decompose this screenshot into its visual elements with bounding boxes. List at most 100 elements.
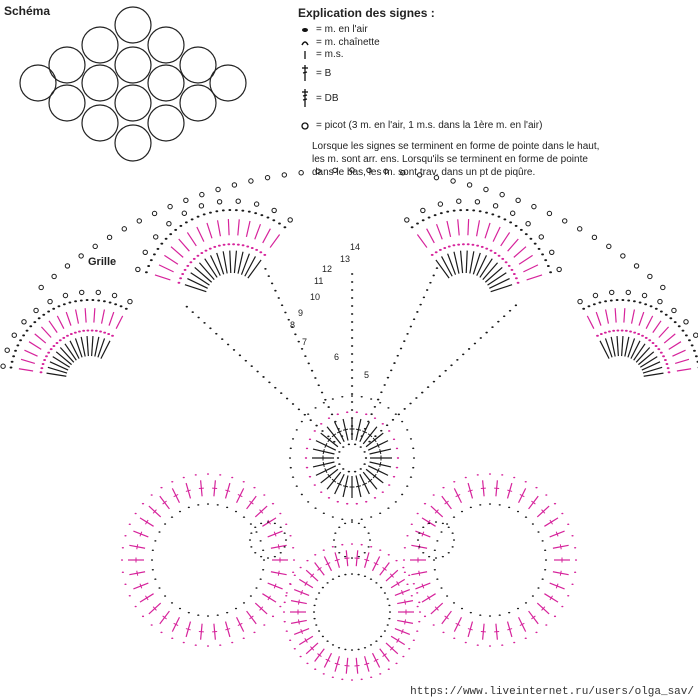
chain-stitch <box>529 237 533 240</box>
picot <box>562 218 568 224</box>
chain-stitch <box>321 635 324 638</box>
chain-stitch <box>250 365 253 368</box>
fan-stitch <box>487 272 507 286</box>
chain-stitch <box>350 361 354 363</box>
chain-stitch <box>121 546 124 549</box>
picot <box>492 203 499 209</box>
chain-stitch <box>227 243 231 246</box>
chain-stitch <box>501 474 504 476</box>
motif-ring-stitch <box>129 544 146 549</box>
chain-stitch <box>434 251 438 254</box>
chain-stitch <box>409 325 413 328</box>
chain-stitch <box>684 334 688 337</box>
picot <box>647 273 653 280</box>
picot <box>95 289 101 296</box>
chain-stitch <box>16 344 20 347</box>
chain-stitch <box>107 333 111 336</box>
fan-stitch <box>638 311 645 326</box>
chain-stitch <box>460 607 464 610</box>
chain-stitch <box>373 496 377 499</box>
motif-ring-stitch <box>482 480 485 497</box>
chain-stitch <box>350 573 354 575</box>
chain-stitch <box>488 503 492 505</box>
chain-stitch <box>241 244 245 247</box>
chain-stitch <box>450 364 453 367</box>
motif-ring-stitch <box>200 480 203 497</box>
row-number-8: 8 <box>290 320 295 330</box>
slip-chain-icon <box>298 39 312 47</box>
chain-stitch <box>664 359 667 362</box>
chain-stitch <box>191 311 194 313</box>
chain-stitch <box>453 481 456 483</box>
motif-ring-stitch <box>129 571 146 576</box>
chain-stitch <box>360 543 363 546</box>
chain-stitch <box>141 502 145 505</box>
chain-stitch <box>47 351 51 354</box>
chain-stitch <box>654 307 658 310</box>
chain-stitch <box>381 422 384 425</box>
chain-stitch <box>25 329 29 332</box>
chain-stitch <box>387 668 390 670</box>
chain-stitch <box>242 637 245 639</box>
fan-stitch <box>500 232 511 247</box>
fan-stitch <box>24 349 38 357</box>
chain-stitch <box>452 539 456 541</box>
chain-stitch <box>392 475 396 478</box>
chain-stitch <box>574 546 577 549</box>
motif-ring-stitch <box>536 602 550 615</box>
fan-stitch <box>610 336 616 357</box>
chain-stitch <box>410 594 413 597</box>
chain-stitch <box>274 386 277 389</box>
motif-ring-stitch <box>421 517 436 527</box>
chain-stitch <box>452 516 456 518</box>
picot <box>538 234 544 240</box>
chain-stitch <box>171 481 174 483</box>
picot <box>78 253 84 259</box>
chain-stitch <box>342 446 345 448</box>
picot <box>546 210 553 217</box>
fan-stitch <box>465 250 468 274</box>
center-stitch <box>367 440 389 451</box>
schema-motif-circle <box>81 64 119 102</box>
chain-stitch <box>164 237 168 240</box>
chain-stitch <box>295 485 298 487</box>
picot <box>556 266 562 273</box>
chain-stitch <box>347 470 351 473</box>
chain-stitch <box>367 532 370 534</box>
fan-stitch <box>489 277 510 289</box>
picot <box>641 292 648 299</box>
picot <box>151 210 158 217</box>
chain-stitch <box>497 254 501 257</box>
chain-stitch <box>553 615 557 618</box>
chain-stitch <box>309 419 312 422</box>
chain-stitch <box>363 463 366 465</box>
motif-ring-stitch <box>139 593 154 603</box>
fan-stitch <box>484 222 491 239</box>
chain-stitch <box>416 311 419 313</box>
picot <box>577 226 583 232</box>
chain-stitch <box>103 300 106 303</box>
fan-stitch <box>633 343 646 361</box>
chain-stitch <box>196 254 200 257</box>
motif-ring-stitch <box>200 623 203 640</box>
fan-stitch <box>467 219 470 236</box>
picot <box>577 298 583 305</box>
chain-stitch <box>524 602 528 604</box>
fan-stitch <box>668 341 682 350</box>
chain-stitch <box>299 566 302 569</box>
chain-stitch <box>350 273 354 275</box>
chain-stitch <box>304 457 308 459</box>
chain-stitch <box>479 614 482 616</box>
chain-stitch <box>147 265 151 268</box>
chain-stitch <box>317 630 321 632</box>
fan-stitch <box>194 266 213 283</box>
chain-stitch <box>338 551 341 554</box>
chain-stitch <box>313 617 316 620</box>
chain-stitch-icon <box>298 26 312 34</box>
chain-stitch <box>359 446 362 448</box>
chain-stitch <box>388 617 391 620</box>
chain-stitch <box>47 310 51 313</box>
chain-stitch <box>259 251 263 254</box>
chain-stitch <box>221 209 225 212</box>
chain-stitch <box>124 307 128 310</box>
